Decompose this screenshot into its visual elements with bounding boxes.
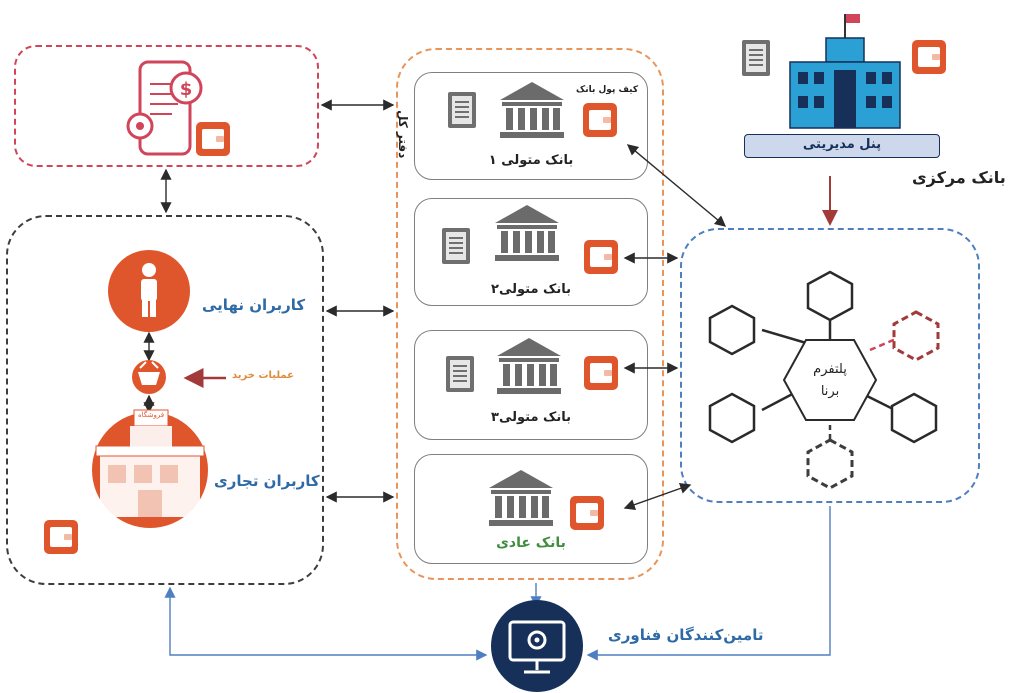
bank-icon [497, 338, 561, 394]
ledger-label: دفتر کل [396, 110, 410, 159]
bank-icon [500, 82, 564, 138]
end-user-icon [108, 250, 190, 332]
merchant-wallet-icon [44, 520, 78, 554]
admin-panel-label: پنل مدیریتی [802, 137, 882, 152]
wallet-icon [196, 122, 230, 156]
ledger-icon [447, 91, 477, 129]
merchant-users-label: کاربران تجاری [214, 472, 320, 490]
store-sign: فروشگاه [137, 411, 165, 419]
bank-wallet-icon [584, 240, 618, 274]
bank-wallet-icon [583, 103, 617, 137]
ledger-icon [445, 355, 475, 393]
custodian-bank-1-label: بانک متولی ۱ [488, 153, 574, 168]
end-users-label: کاربران نهایی [202, 296, 306, 314]
purchase-operation-label: عملیات خرید [232, 370, 294, 381]
mobile-payment-region [14, 45, 319, 167]
store-icon [92, 409, 208, 528]
regular-bank-label: بانک عادی [496, 535, 566, 551]
platform-label-line1: پلتفرم [813, 362, 847, 377]
bank-icon [495, 205, 559, 261]
ledger-icon [441, 227, 471, 265]
admin-panel-bar[interactable] [744, 134, 940, 158]
platform-region [680, 228, 980, 503]
banks-region [396, 48, 664, 580]
tech-providers-label: تامین‌کنندگان فناوری [608, 626, 764, 644]
central-bank-building-icon [789, 14, 901, 129]
bank-wallet-label: کیف پول بانک [576, 85, 639, 95]
blockchain-network-icon [708, 270, 940, 490]
central-bank-label: بانک مرکزی [912, 168, 1006, 187]
central-wallet-icon [912, 40, 946, 74]
bank-icon [489, 470, 553, 526]
bank-wallet-icon [584, 356, 618, 390]
custodian-bank-2-label: بانک متولی۲ [491, 282, 571, 297]
tech-monitor-icon [491, 600, 583, 692]
svg-text:$: $ [180, 79, 193, 100]
bank-wallet-icon [570, 496, 604, 530]
shopping-basket-icon [132, 360, 166, 394]
ledger-icon [741, 39, 771, 77]
platform-label-line2: برنا [820, 384, 840, 399]
mobile-payment-icon: $ [126, 60, 203, 156]
custodian-bank-3-label: بانک متولی۳ [491, 410, 571, 425]
users-region [6, 215, 324, 585]
